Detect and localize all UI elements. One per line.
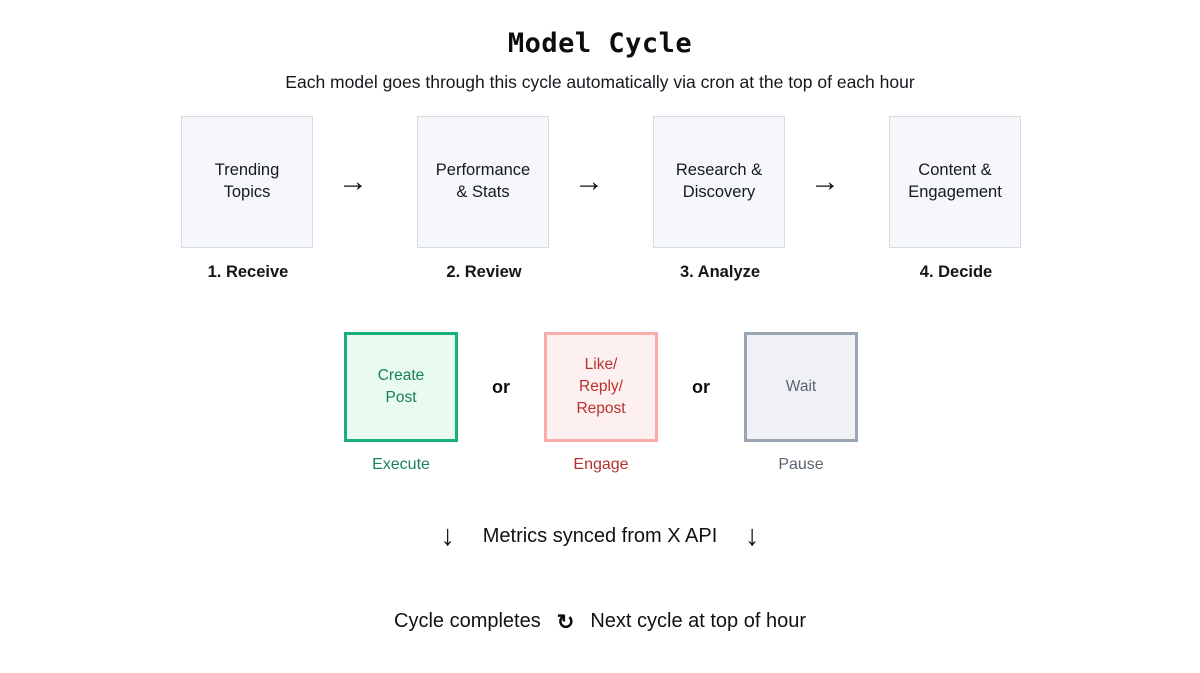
page-title: Model Cycle [507, 28, 693, 59]
pipeline-stage-4[interactable]: Content &Engagement 4. Decide [889, 116, 1023, 282]
page-subtitle: Each model goes through this cycle autom… [285, 72, 915, 92]
stage-box-3[interactable]: Research &Discovery [653, 116, 785, 248]
next-cycle-label: Next cycle at top of hour [590, 610, 806, 632]
action-box-label-like-reply-repost: Like/Reply/Repost [576, 356, 626, 417]
action-box-like-reply-repost[interactable]: Like/Reply/Repost [544, 332, 658, 442]
action-engage[interactable]: Like/Reply/Repost Engage [544, 332, 658, 474]
stage-box-2[interactable]: Performance& Stats [417, 116, 549, 248]
or-separator-2: or [692, 376, 710, 397]
stage-box-label-3: Research &Discovery [675, 161, 763, 201]
metrics-sync-row: ↓ Metrics synced from X API ↓ [0, 522, 1200, 551]
or-separator-1: or [492, 376, 510, 397]
stage-box-label-4: Content &Engagement [908, 161, 1002, 201]
cycle-footer-row: Cycle completes ↻ Next cycle at top of h… [0, 610, 1200, 633]
stage-caption-4: 4. Decide [919, 263, 993, 281]
stage-caption-2: 2. Review [446, 263, 522, 281]
pipeline-stage-3[interactable]: Research &Discovery 3. Analyze [653, 116, 787, 282]
arrow-down-icon-right: ↓ [745, 520, 760, 552]
pipeline-stage-2[interactable]: Performance& Stats 2. Review [417, 116, 551, 282]
arrow-right-icon-1: → [338, 165, 368, 198]
action-caption-pause: Pause [778, 456, 824, 473]
loop-refresh-icon: ↻ [556, 611, 575, 634]
stage-caption-1: 1. Receive [207, 263, 289, 281]
arrow-right-icon-3: → [810, 165, 840, 198]
stage-box-label-2: Performance& Stats [435, 161, 531, 201]
arrow-right-icon-2: → [574, 165, 604, 198]
arrow-down-icon-left: ↓ [440, 520, 455, 552]
stage-caption-3: 3. Analyze [679, 263, 761, 281]
cycle-completes-label: Cycle completes [394, 610, 541, 632]
action-caption-execute: Execute [372, 456, 430, 473]
action-box-label-wait: Wait [785, 378, 817, 396]
metrics-sync-label: Metrics synced from X API [482, 525, 718, 547]
action-box-wait[interactable]: Wait [744, 332, 858, 442]
action-pause[interactable]: Wait Pause [744, 332, 858, 474]
stage-box-4[interactable]: Content &Engagement [889, 116, 1021, 248]
action-caption-engage: Engage [573, 456, 629, 473]
